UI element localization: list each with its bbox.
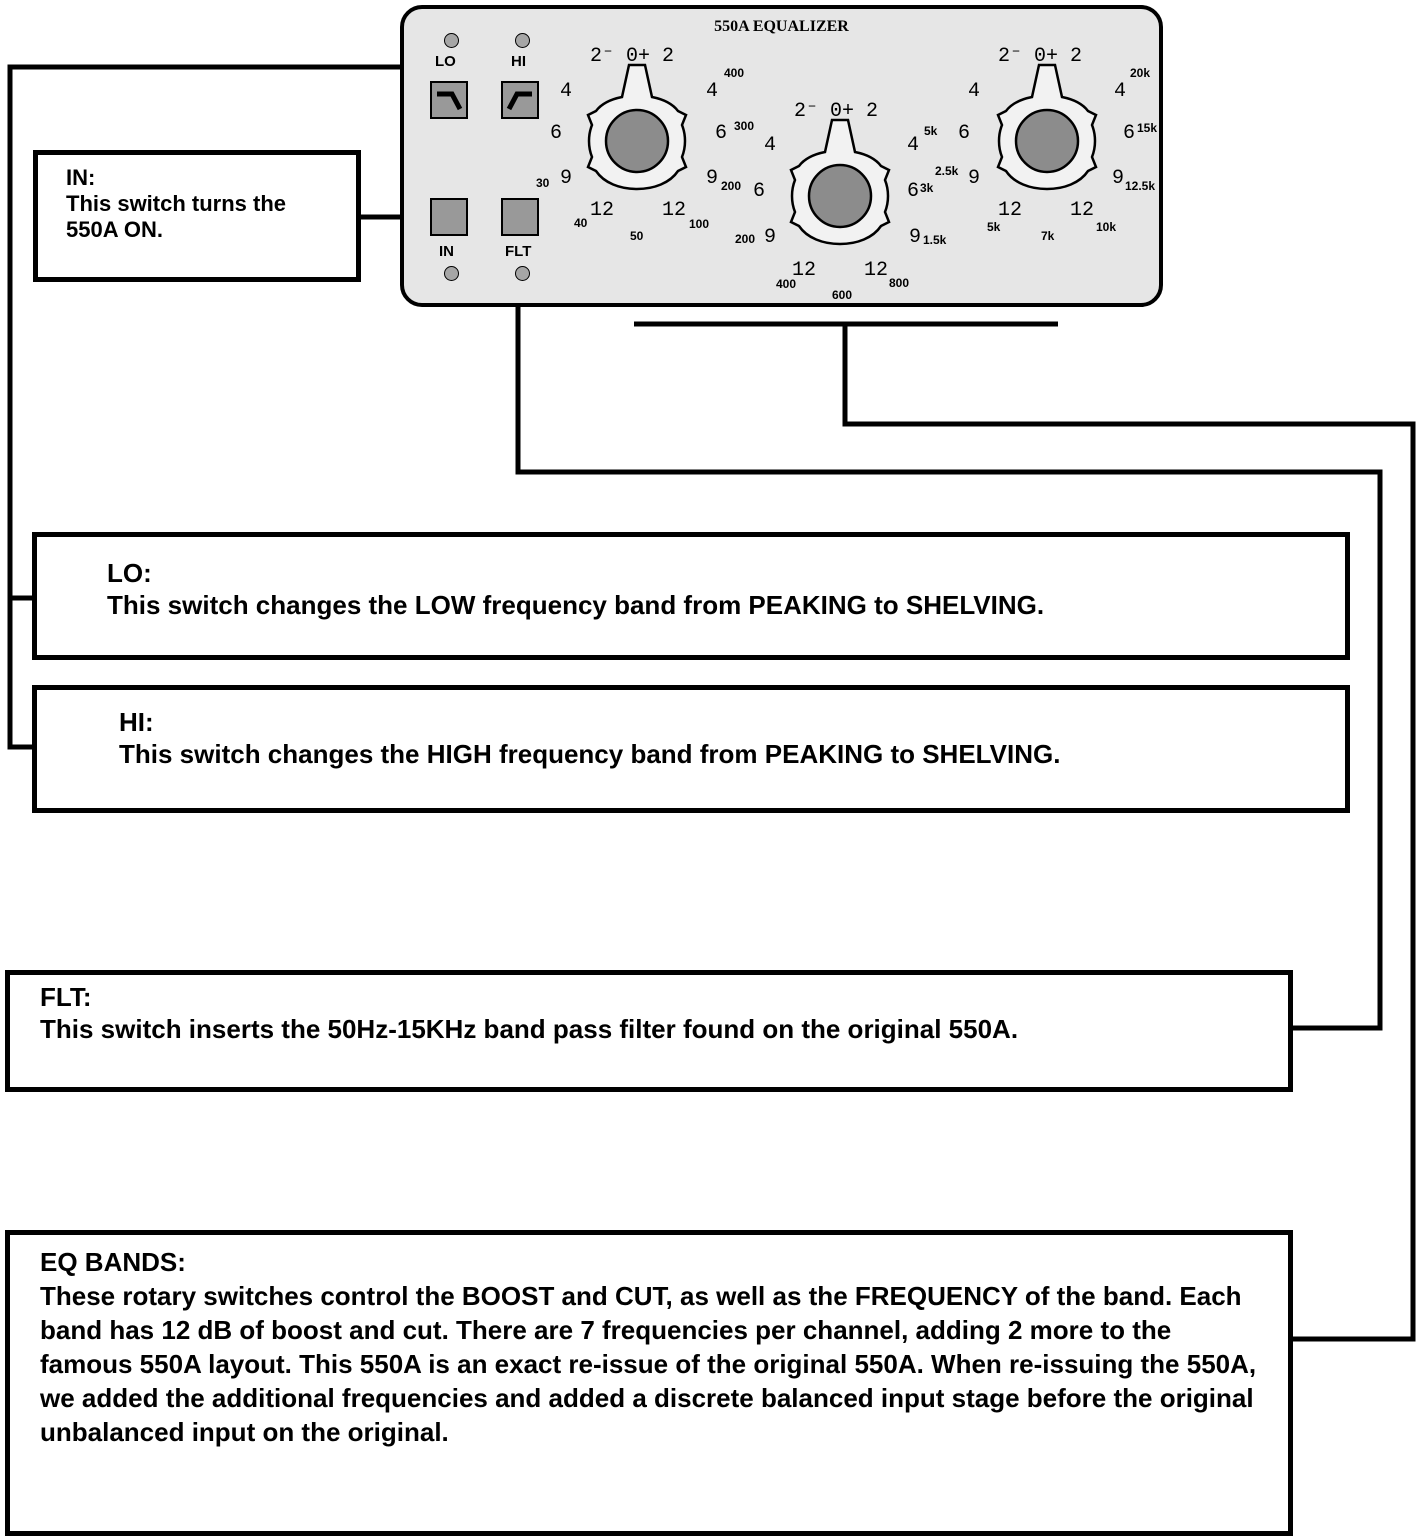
mid-scale-6-right: 6 — [907, 180, 920, 203]
callout-in-text: This switch turns the 550A ON. — [66, 191, 287, 242]
callout-hi-heading: HI: — [119, 707, 154, 737]
mid-scale-9-right: 9 — [909, 226, 922, 249]
lo-switch-label: LO — [435, 53, 456, 70]
in-switch-label: IN — [439, 243, 454, 260]
low-freq-label: 100 — [689, 217, 710, 231]
high-scale-6-right: 6 — [1123, 122, 1136, 145]
low-freq-label: 40 — [574, 216, 588, 230]
connector-flt — [515, 307, 1383, 1031]
low-freq-label: 200 — [721, 179, 742, 193]
high-freq-label: 7k — [1041, 229, 1055, 243]
high-scale-9-left: 9 — [968, 167, 981, 190]
high-freq-label: 5k — [987, 220, 1001, 234]
callout-flt-text: This switch inserts the 50Hz-15KHz band … — [40, 1014, 1019, 1044]
in-led — [444, 266, 459, 281]
low-freq-label: 30 — [536, 176, 550, 190]
callout-eq-bands-text: These rotary switches control the BOOST … — [40, 1281, 1257, 1447]
callout-flt-heading: FLT: — [40, 982, 92, 1012]
low-scale-9-left: 9 — [560, 167, 573, 190]
high-scale-4-right: 4 — [1114, 80, 1127, 103]
callout-eq-bands: EQ BANDS: These rotary switches control … — [5, 1230, 1293, 1536]
low-scale-12-right: 12 — [662, 199, 687, 222]
high-freq-label: 10k — [1096, 220, 1117, 234]
low-freq-label: 300 — [734, 119, 755, 133]
mid-freq-label: 3k — [920, 181, 934, 195]
callout-in: IN: This switch turns the 550A ON. — [33, 150, 361, 282]
connector-lo-hi — [7, 64, 400, 750]
mid-scale-4-right: 4 — [907, 134, 920, 157]
high-freq-label: 20k — [1130, 66, 1151, 80]
flt-led — [515, 266, 530, 281]
mid-scale-9-left: 9 — [764, 226, 777, 249]
callout-flt: FLT: This switch inserts the 50Hz-15KHz … — [5, 970, 1293, 1092]
connector-eq-bands — [842, 324, 1416, 1342]
panel-title: 550A EQUALIZER — [714, 18, 849, 35]
callout-lo-text: This switch changes the LOW frequency ba… — [107, 590, 1045, 620]
high-freq-label: 15k — [1137, 121, 1158, 135]
mid-scale-12-left: 12 — [792, 259, 817, 282]
high-shelf-icon — [506, 91, 532, 111]
mid-freq-label: 800 — [889, 276, 910, 290]
high-band-knob[interactable] — [992, 61, 1102, 191]
high-freq-label: 12.5k — [1125, 179, 1156, 193]
mid-scale-12-right: 12 — [864, 259, 889, 282]
mid-freq-label: 1.5k — [923, 233, 947, 247]
high-freq-label: 2.5k — [935, 164, 959, 178]
mid-scale-4-left: 4 — [764, 134, 777, 157]
low-scale-6-left: 6 — [550, 122, 563, 145]
equalizer-panel: 550A EQUALIZER LO HI IN FLT 2⁻ 0+ 2 4 4 … — [400, 5, 1163, 307]
mid-freq-label: 400 — [776, 277, 797, 291]
low-scale-top: 2⁻ 0+ 2 — [590, 45, 675, 68]
low-freq-label: 400 — [724, 66, 745, 80]
high-scale-9-right: 9 — [1112, 167, 1125, 190]
low-band-knob[interactable] — [582, 61, 692, 191]
mid-scale-6-left: 6 — [753, 180, 766, 203]
low-shelf-icon — [437, 91, 463, 111]
mid-freq-label: 600 — [832, 288, 853, 302]
mid-scale-top: 2⁻ 0+ 2 — [794, 100, 879, 123]
lo-led — [444, 33, 459, 48]
low-scale-4-right: 4 — [706, 80, 719, 103]
high-scale-12-right: 12 — [1070, 199, 1095, 222]
mid-band-knob[interactable] — [785, 116, 895, 246]
low-scale-12-left: 12 — [590, 199, 615, 222]
lo-switch[interactable] — [430, 81, 468, 119]
hi-switch-label: HI — [511, 53, 526, 70]
flt-switch[interactable] — [501, 198, 539, 236]
in-switch[interactable] — [430, 198, 468, 236]
flt-switch-label: FLT — [505, 243, 532, 260]
high-scale-4-left: 4 — [968, 80, 981, 103]
low-scale-4-left: 4 — [560, 80, 573, 103]
hi-led — [515, 33, 530, 48]
hi-switch[interactable] — [501, 81, 539, 119]
high-scale-top: 2⁻ 0+ 2 — [998, 45, 1083, 68]
callout-hi-text: This switch changes the HIGH frequency b… — [119, 739, 1061, 769]
callout-in-heading: IN: — [66, 165, 96, 190]
low-scale-6-right: 6 — [715, 122, 728, 145]
mid-freq-label: 200 — [735, 232, 756, 246]
high-scale-12-left: 12 — [998, 199, 1023, 222]
callout-hi: HI: This switch changes the HIGH frequen… — [32, 685, 1350, 813]
low-scale-9-right: 9 — [706, 167, 719, 190]
high-scale-6-left: 6 — [958, 122, 971, 145]
callout-eq-bands-heading: EQ BANDS: — [40, 1247, 186, 1277]
low-freq-label: 50 — [630, 229, 644, 243]
mid-freq-label: 5k — [924, 124, 938, 138]
callout-lo-heading: LO: — [107, 558, 152, 588]
callout-lo: LO: This switch changes the LOW frequenc… — [32, 532, 1350, 660]
